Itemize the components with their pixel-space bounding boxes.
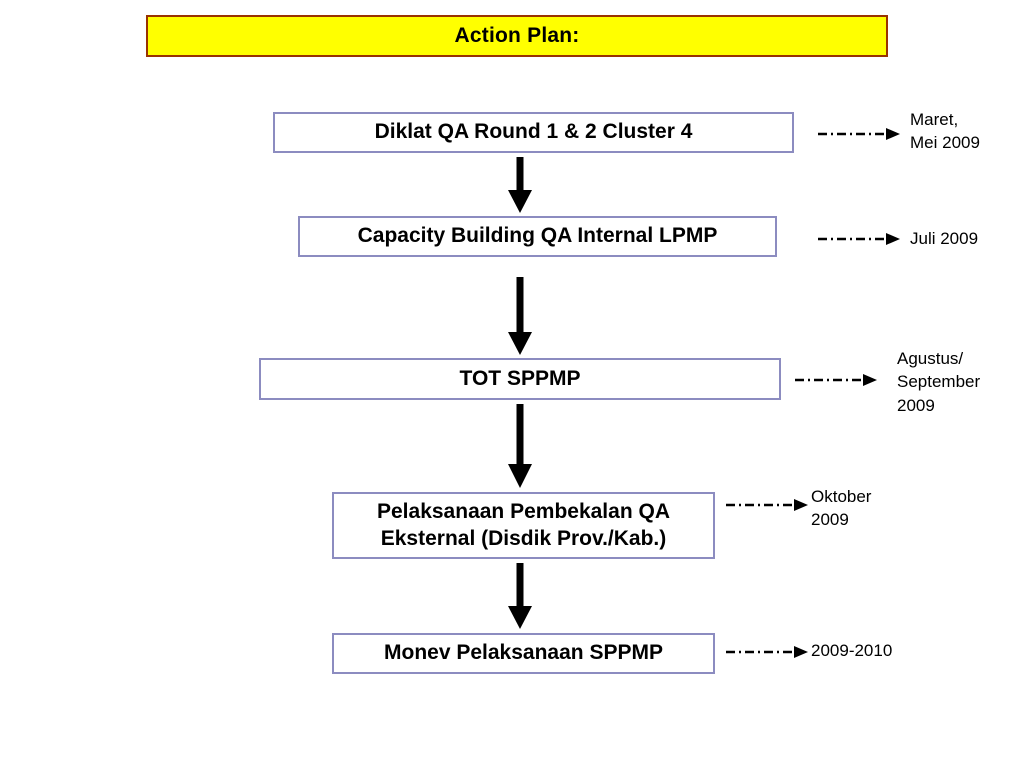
page-title: Action Plan: [454, 24, 580, 47]
date-connector-step-3 [795, 374, 877, 386]
date-connector-step-5 [726, 646, 808, 658]
process-box-label: Monev Pelaksanaan SPPMP [384, 641, 663, 665]
date-label-step-4: Oktober 2009 [811, 487, 872, 530]
process-box-step-2[interactable]: Capacity Building QA Internal LPMP [298, 216, 777, 257]
process-box-step-3[interactable]: TOT SPPMP [259, 358, 781, 400]
date-connector-step-2 [818, 233, 900, 245]
flow-arrow-step-2-to-step-3 [508, 277, 532, 355]
process-box-step-4[interactable]: Pelaksanaan Pembekalan QA Eksternal (Dis… [332, 492, 715, 559]
flow-arrow-step-1-to-step-2 [508, 157, 532, 213]
flow-arrow-step-3-to-step-4 [508, 404, 532, 488]
date-label-step-3: Agustus/ September 2009 [897, 349, 981, 415]
process-box-label: Capacity Building QA Internal LPMP [357, 224, 718, 248]
slide-title-banner: Action Plan: [146, 15, 888, 57]
date-label-step-2: Juli 2009 [910, 229, 979, 248]
process-box-label: TOT SPPMP [459, 366, 581, 390]
process-box-step-1[interactable]: Diklat QA Round 1 & 2 Cluster 4 [273, 112, 794, 153]
process-box-label: Pelaksanaan Pembekalan QA Eksternal (Dis… [377, 499, 670, 550]
date-label-step-1: Maret, Mei 2009 [910, 110, 980, 153]
date-label-step-5: 2009-2010 [811, 641, 893, 660]
date-connector-step-4 [726, 499, 808, 511]
process-box-label: Diklat QA Round 1 & 2 Cluster 4 [374, 120, 693, 144]
flow-arrow-step-4-to-step-5 [508, 563, 532, 629]
process-box-step-5[interactable]: Monev Pelaksanaan SPPMP [332, 633, 715, 674]
date-connector-step-1 [818, 128, 900, 140]
